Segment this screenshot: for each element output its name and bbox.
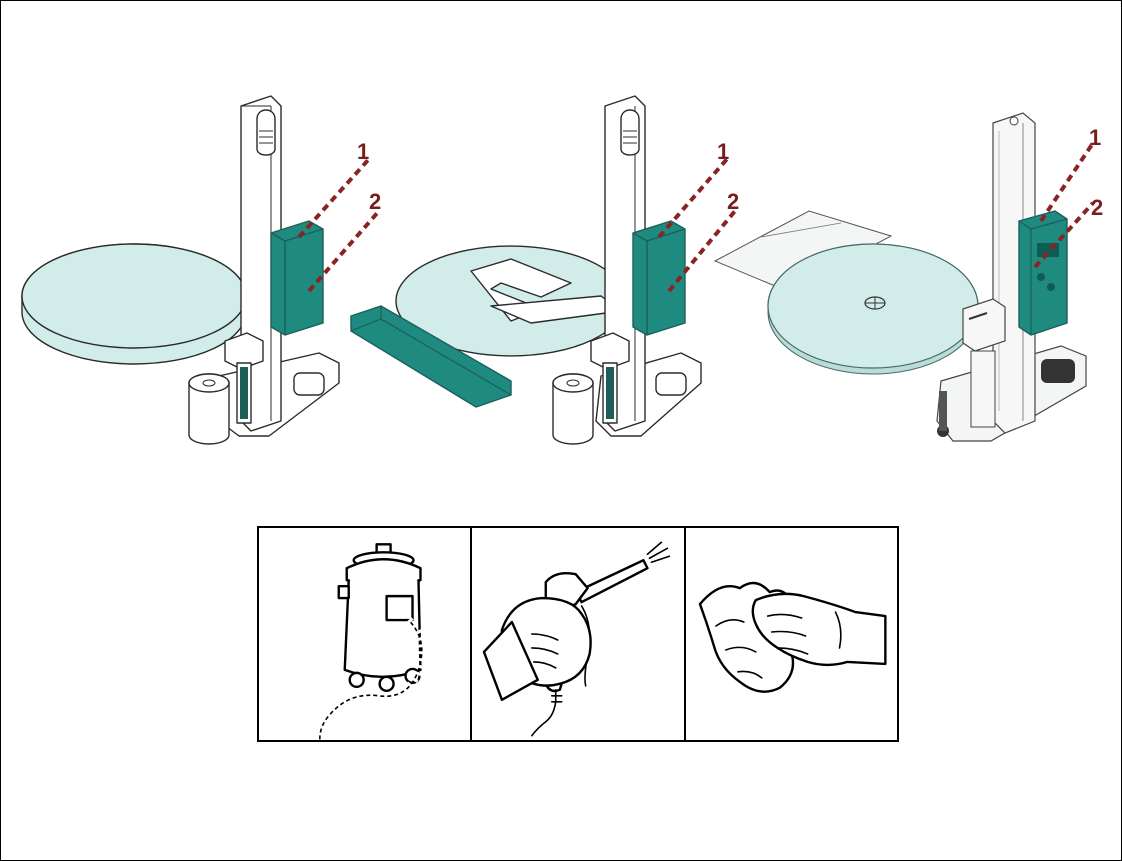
cleaning-cloth-icon — [686, 528, 897, 740]
stretch-wrapper-forklift-turntable-illustration: 1 2 — [341, 91, 761, 451]
air-gun-panel — [472, 528, 685, 740]
vacuum-cleaner-icon — [259, 528, 470, 740]
cleaning-methods-panel — [257, 526, 899, 742]
cloth-panel — [686, 528, 897, 740]
vacuum-panel — [259, 528, 472, 740]
air-blow-gun-icon — [472, 528, 683, 740]
stretch-wrapper-ramp-turntable-illustration: 1 2 — [701, 91, 1111, 461]
callout-number-2: 2 — [1091, 195, 1103, 220]
callout-number-1: 1 — [1089, 125, 1101, 150]
